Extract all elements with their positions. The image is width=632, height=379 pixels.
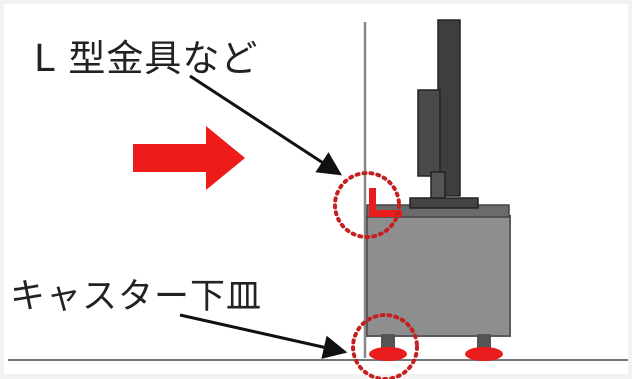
bracket-pointer-arrow (189, 74, 343, 176)
l-bracket-label: L 型金具など (34, 37, 259, 80)
caster-pointer-arrow (179, 313, 348, 359)
right-arrow-icon (133, 126, 245, 190)
caster-tray-label: キャスター下皿 (10, 277, 263, 317)
bracket-highlight-circle (333, 171, 401, 239)
tv-monitor (409, 19, 479, 209)
diagram-canvas (4, 4, 628, 374)
caster-left (369, 334, 407, 361)
caster-right (465, 334, 503, 361)
caster-highlight-circle (351, 313, 419, 379)
